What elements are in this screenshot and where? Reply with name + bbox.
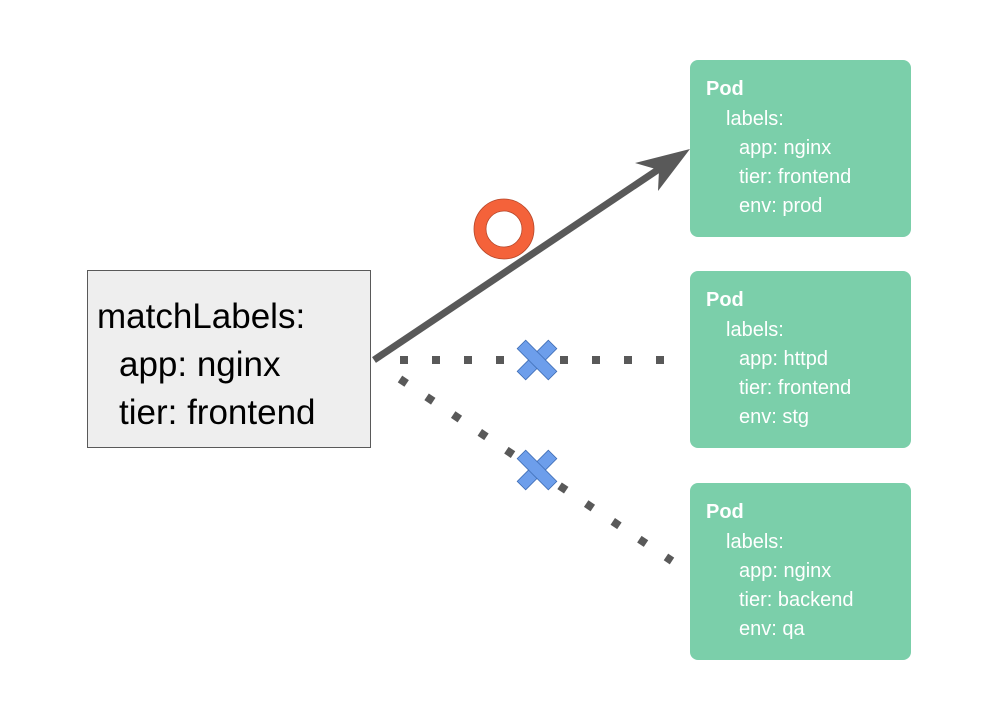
pod-labels-heading: labels: [726, 531, 784, 553]
pod-card-stg: Pod labels: app: httpd tier: frontend en… [690, 271, 911, 448]
match-circle-icon [474, 199, 534, 259]
nomatch-cross-icon [516, 339, 558, 381]
pod-label: app: nginx [739, 560, 832, 582]
pod-label: env: stg [739, 406, 810, 428]
pod-label: env: qa [739, 618, 805, 640]
pod-title: Pod [706, 501, 744, 523]
pod-card-prod: Pod labels: app: nginx tier: frontend en… [690, 60, 911, 237]
pod-labels-heading: labels: [726, 319, 784, 341]
pod-label: tier: backend [739, 589, 854, 611]
pod-label: tier: frontend [739, 377, 852, 399]
pod-title: Pod [706, 289, 744, 311]
pod-labels-heading: labels: [726, 108, 784, 130]
pod-label: app: httpd [739, 348, 828, 370]
pod-label: env: prod [739, 195, 823, 217]
selector-label: app: nginx [119, 345, 281, 384]
pod-title: Pod [706, 78, 744, 100]
arrow-head-icon [635, 149, 690, 191]
pod-label: tier: frontend [739, 166, 852, 188]
selector-label: tier: frontend [119, 393, 316, 432]
pod-card-qa: Pod labels: app: nginx tier: backend env… [690, 483, 911, 660]
pod-label: app: nginx [739, 137, 832, 159]
selector-heading: matchLabels: [97, 297, 306, 336]
match-labels-selector: matchLabels: app: nginx tier: frontend [87, 270, 371, 448]
match-arrow-line [372, 160, 670, 363]
nomatch-cross-icon [516, 449, 558, 491]
